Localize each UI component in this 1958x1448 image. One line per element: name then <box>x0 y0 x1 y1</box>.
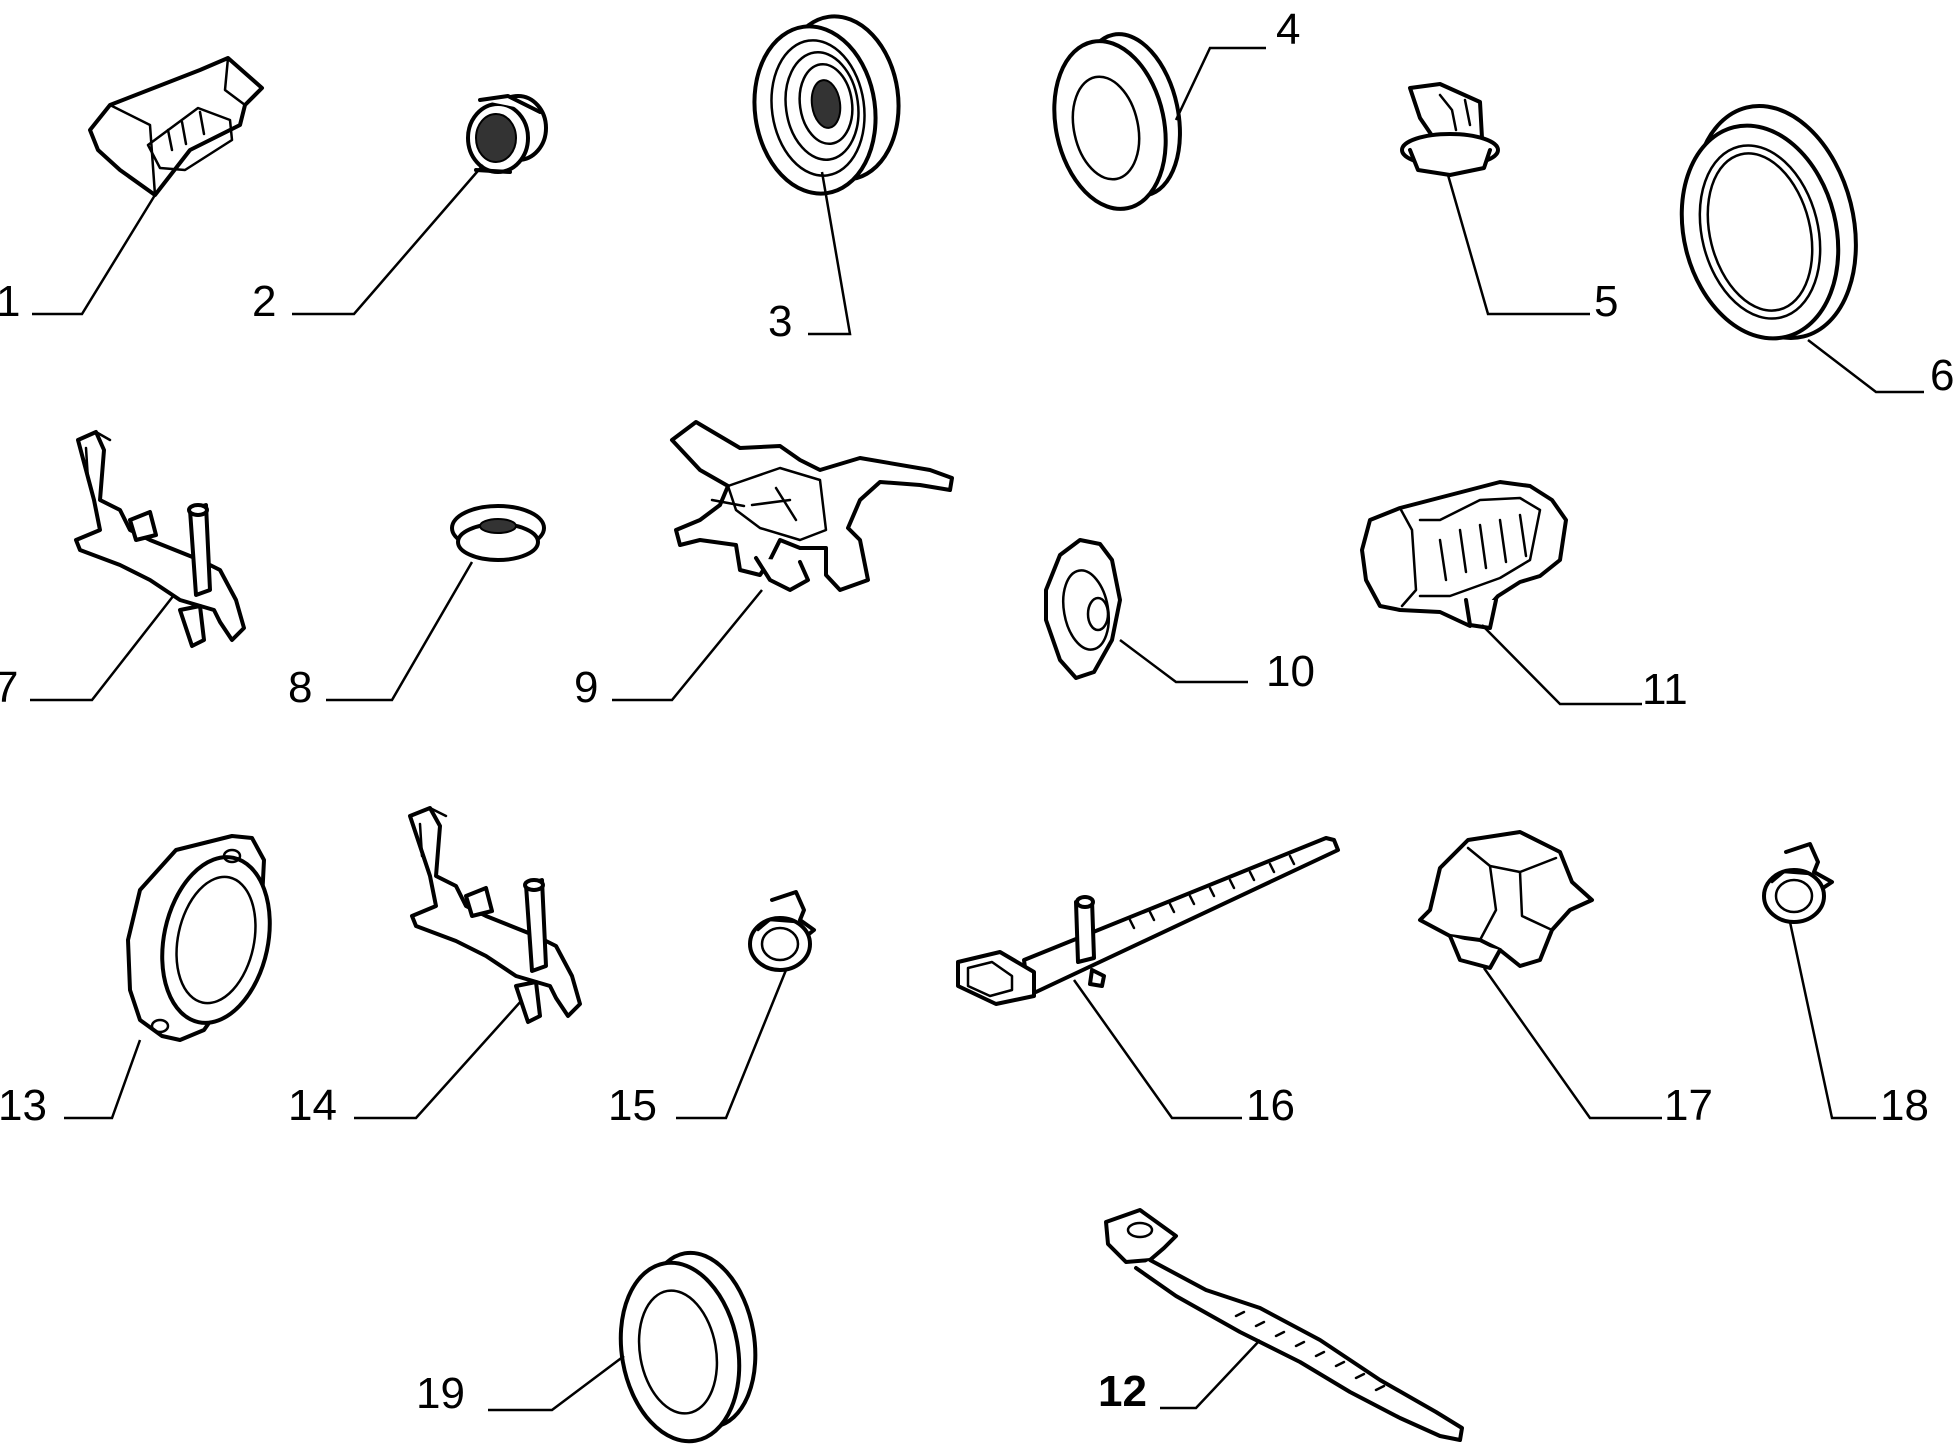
callout-13: 13 <box>0 1039 142 1130</box>
callout-3: 3 <box>768 171 852 346</box>
callout-14: 14 <box>288 999 523 1130</box>
callout-16-label: 16 <box>1246 1081 1295 1130</box>
part-7-harness-bracket-icon[interactable] <box>74 430 246 648</box>
callout-8-label: 8 <box>288 663 312 712</box>
callout-17: 17 <box>1482 967 1713 1130</box>
callout-13-label: 13 <box>0 1081 47 1130</box>
part-11-harness-clip-icon[interactable] <box>1360 480 1568 630</box>
callout-9: 9 <box>574 589 763 712</box>
callout-7-label: 7 <box>0 663 18 712</box>
callout-14-label: 14 <box>288 1081 337 1130</box>
callout-12: 12 <box>1098 1339 1261 1416</box>
callout-6: 6 <box>1807 339 1954 400</box>
callout-10: 10 <box>1119 639 1315 696</box>
callout-19: 19 <box>416 1355 625 1418</box>
part-13-flanged-grommet-icon[interactable] <box>126 834 284 1042</box>
callout-1-label: 1 <box>0 277 20 326</box>
part-19-round-grommet-icon[interactable] <box>607 1244 768 1448</box>
part-10-push-clip-icon[interactable] <box>1044 538 1122 680</box>
callout-8: 8 <box>288 561 474 712</box>
part-2-small-grommet-icon[interactable] <box>466 94 548 174</box>
callout-16: 16 <box>1072 979 1295 1130</box>
callout-9-label: 9 <box>574 663 598 712</box>
callout-12-label: 12 <box>1098 1367 1147 1416</box>
callout-18: 18 <box>1788 921 1929 1130</box>
part-8-ring-grommet-icon[interactable] <box>450 504 546 562</box>
callout-4-label: 4 <box>1276 5 1300 54</box>
callout-3-label: 3 <box>768 297 792 346</box>
callout-2-label: 2 <box>252 277 276 326</box>
callout-11-label: 11 <box>1642 665 1688 714</box>
part-9-cable-holder-icon[interactable] <box>670 420 954 592</box>
part-14-harness-bracket-icon[interactable] <box>408 806 582 1024</box>
part-5-elbow-plug-icon[interactable] <box>1400 82 1500 177</box>
callout-18-label: 18 <box>1880 1081 1929 1130</box>
part-16-cable-tie-with-peg-icon[interactable] <box>956 836 1340 1006</box>
callout-19-label: 19 <box>416 1369 465 1418</box>
callout-7: 7 <box>0 594 175 712</box>
part-3-ribbed-grommet-icon[interactable] <box>744 9 909 202</box>
part-15-hose-clip-icon[interactable] <box>748 890 816 972</box>
callout-11: 11 <box>1481 624 1688 714</box>
part-6-oval-grommet-icon[interactable] <box>1660 89 1879 356</box>
callout-6-label: 6 <box>1930 351 1954 400</box>
part-4-round-grommet-icon[interactable] <box>1040 25 1194 220</box>
part-18-hose-clip-icon[interactable] <box>1762 842 1834 924</box>
callout-15-label: 15 <box>608 1081 657 1130</box>
part-1-connector-clip-icon[interactable] <box>88 56 264 197</box>
callout-2: 2 <box>252 164 484 326</box>
callout-5: 5 <box>1446 174 1618 326</box>
callout-10-label: 10 <box>1266 647 1315 696</box>
callout-5-label: 5 <box>1594 277 1618 326</box>
callout-15: 15 <box>608 969 788 1130</box>
callout-17-label: 17 <box>1664 1081 1713 1130</box>
part-12-cable-tie-icon[interactable] <box>1104 1208 1464 1442</box>
callout-1: 1 <box>0 194 157 326</box>
callout-4: 4 <box>1174 5 1300 121</box>
part-17-saddle-clip-icon[interactable] <box>1418 830 1594 970</box>
